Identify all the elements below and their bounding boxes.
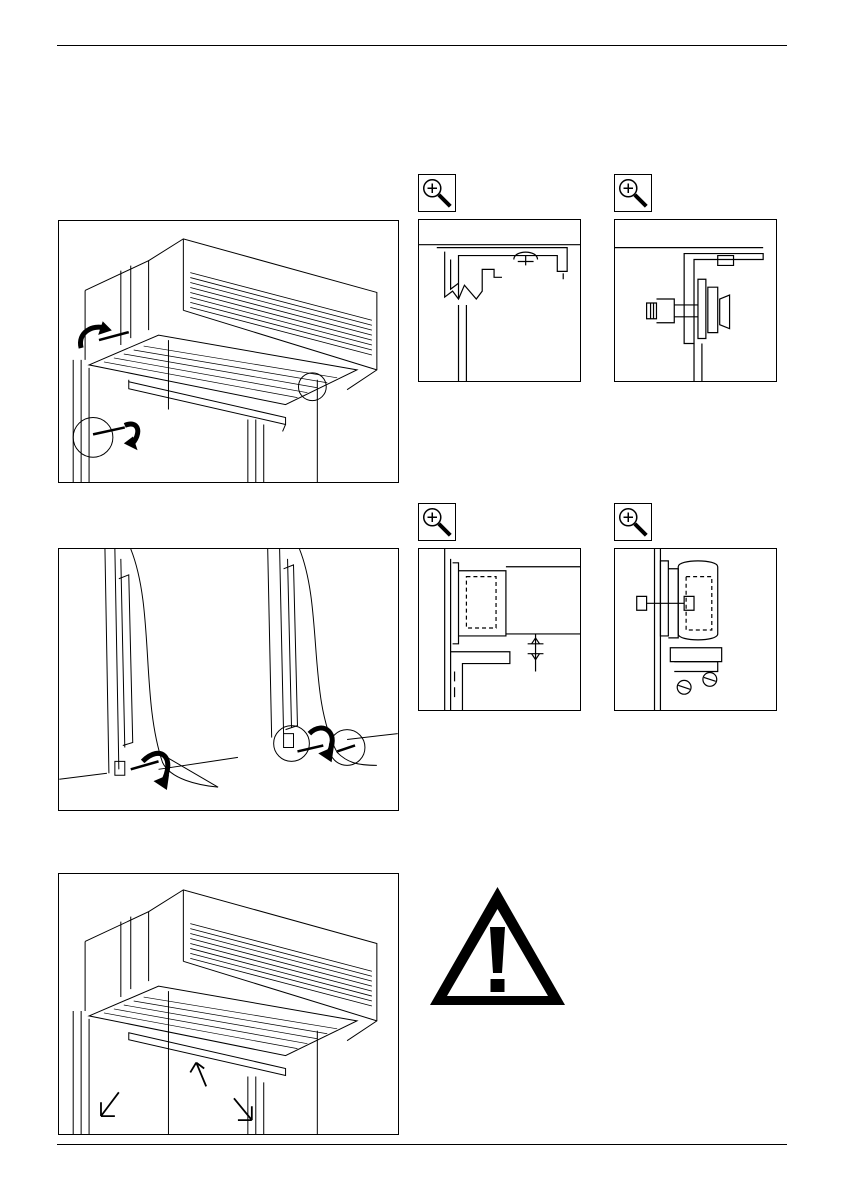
figure-unit-mounting xyxy=(58,220,399,483)
figure-unit-lifting xyxy=(58,873,399,1135)
zoom-in-icon xyxy=(418,503,456,541)
detail-angle-bracket xyxy=(418,548,581,711)
zoom-in-icon xyxy=(614,174,652,212)
detail-hinge-bolt xyxy=(614,548,777,711)
detail-bracket-hook xyxy=(418,219,581,382)
figure-side-panels xyxy=(58,548,399,811)
warning-icon xyxy=(426,883,569,1009)
detail-bolt-fastener xyxy=(614,219,777,382)
footer-rule xyxy=(57,1144,787,1145)
zoom-in-icon xyxy=(614,503,652,541)
header-rule xyxy=(57,45,787,46)
zoom-in-icon xyxy=(418,174,456,212)
